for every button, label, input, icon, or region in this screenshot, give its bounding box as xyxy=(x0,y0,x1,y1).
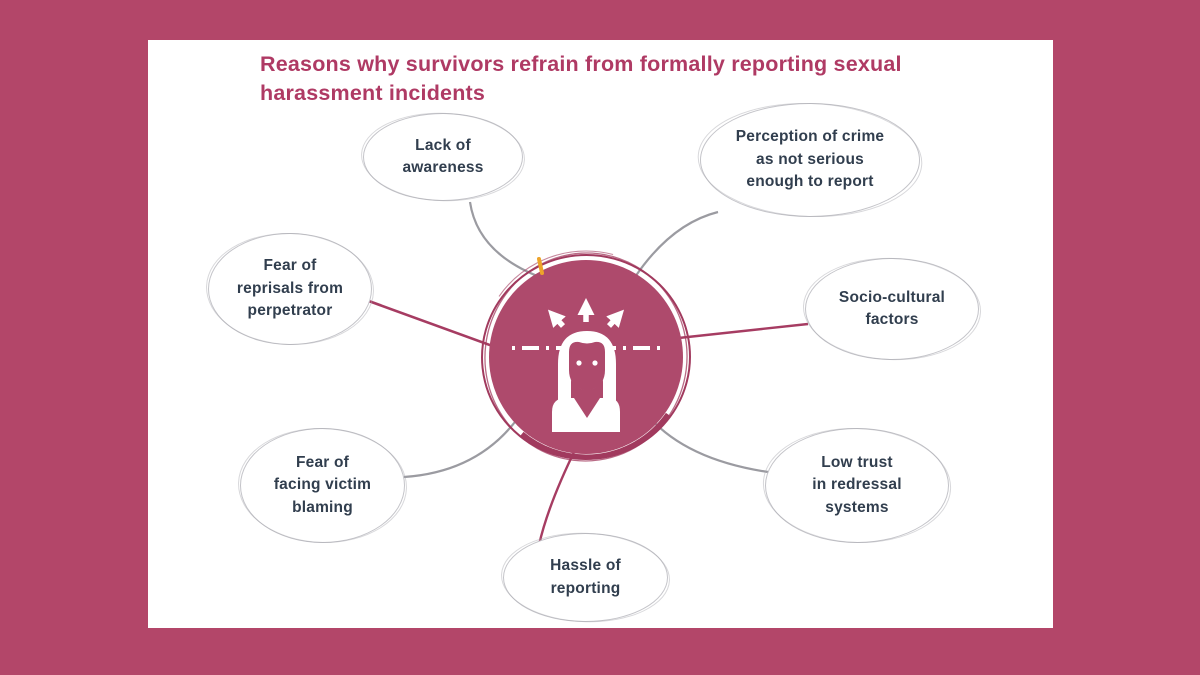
bubble-hassle-of-reporting: Hassle of reporting xyxy=(503,533,668,622)
bubble-perception-not-serious: Perception of crime as not serious enoug… xyxy=(700,103,920,217)
bubble-low-trust-redressal: Low trust in redressal systems xyxy=(765,428,949,543)
bubble-label: Fear of facing victim blaming xyxy=(273,453,372,516)
bubble-lack-of-awareness: Lack of awareness xyxy=(363,113,523,201)
accent-tick xyxy=(537,257,544,275)
bubble-label: Lack of awareness xyxy=(402,136,484,176)
bubble-socio-cultural-factors: Socio-cultural factors xyxy=(805,258,979,360)
diagram-title: Reasons why survivors refrain from forma… xyxy=(260,52,902,105)
bubble-label: Low trust in redressal systems xyxy=(812,453,902,516)
bubble-label: Fear of reprisals from perpetrator xyxy=(236,257,344,320)
bubble-fear-victim-blaming: Fear of facing victim blaming xyxy=(240,428,405,543)
bubble-fear-of-reprisals: Fear of reprisals from perpetrator xyxy=(208,233,372,345)
diagram-canvas: Reasons why survivors refrain from forma… xyxy=(148,40,1053,628)
woman-with-outward-arrows-icon xyxy=(512,298,660,432)
bubble-label: Perception of crime as not serious enoug… xyxy=(735,128,885,191)
bubble-label: Hassle of reporting xyxy=(550,557,621,597)
diagram-art xyxy=(365,201,809,546)
bubble-label: Socio-cultural factors xyxy=(838,288,946,328)
